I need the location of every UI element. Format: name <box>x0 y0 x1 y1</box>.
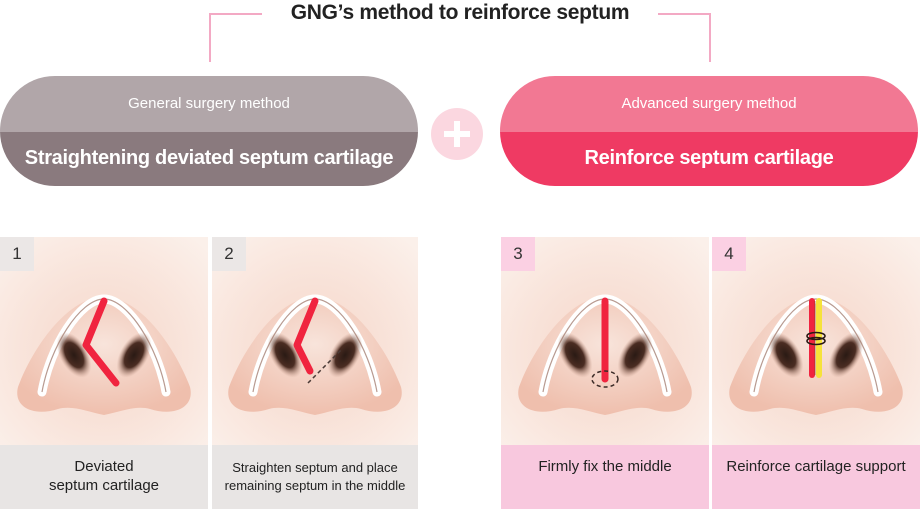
step-number: 1 <box>0 237 34 271</box>
step-caption: Reinforce cartilage support <box>712 445 920 509</box>
nose-illustration-deviated <box>0 237 208 445</box>
nose-illustration-fixed <box>501 237 709 445</box>
step-caption: Deviated septum cartilage <box>0 445 208 509</box>
step-number: 2 <box>212 237 246 271</box>
title-bracket <box>209 13 711 62</box>
general-method-pill: General surgery method Straightening dev… <box>0 76 418 186</box>
step-2-panel: 2 Straighten septum and place remaining … <box>212 237 418 509</box>
general-method-subtitle: General surgery method <box>0 76 418 132</box>
nose-illustration-reinforced <box>712 237 920 445</box>
step-1-panel: 1 Deviated septum cartilage <box>0 237 208 509</box>
page-title: GNG’s method to reinforce septum <box>290 1 630 24</box>
step-4-panel: 4 Reinforce cartilage support <box>712 237 920 509</box>
step-number: 3 <box>501 237 535 271</box>
advanced-method-subtitle: Advanced surgery method <box>500 76 918 132</box>
advanced-method-pill: Advanced surgery method Reinforce septum… <box>500 76 918 186</box>
nose-illustration-straightened <box>212 237 418 445</box>
step-caption: Firmly fix the middle <box>501 445 709 509</box>
advanced-method-label: Reinforce septum cartilage <box>500 132 918 186</box>
plus-icon <box>431 108 483 160</box>
step-caption: Straighten septum and place remaining se… <box>212 445 418 509</box>
step-number: 4 <box>712 237 746 271</box>
general-method-label: Straightening deviated septum cartilage <box>0 132 418 186</box>
step-3-panel: 3 Firmly fix the middle <box>501 237 709 509</box>
